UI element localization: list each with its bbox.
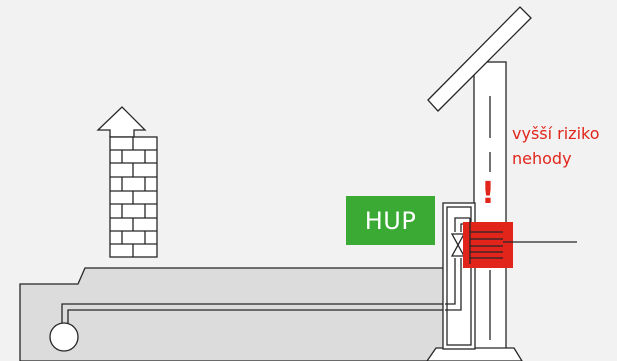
valve-icon — [450, 233, 466, 257]
wall-penetration-pipe — [469, 218, 577, 264]
gas-meter-icon — [49, 322, 79, 352]
riser-pipe — [445, 217, 470, 311]
roof — [427, 6, 532, 112]
hup-label: HUP — [364, 206, 417, 235]
risk-label-line-1: vyšší riziko — [512, 124, 600, 143]
risk-label: vyšší riziko nehody — [512, 121, 600, 171]
risk-zone — [463, 222, 513, 268]
wall-footing — [426, 347, 523, 361]
ground — [19, 267, 446, 361]
underground-pipe-inner — [67, 309, 445, 326]
brick-chimney — [96, 106, 158, 258]
hup-badge-bg — [346, 196, 435, 245]
risk-label-line-2: nehody — [512, 149, 572, 168]
warning-exclamation: ! — [481, 176, 495, 211]
underground-pipe-outer — [61, 303, 445, 326]
